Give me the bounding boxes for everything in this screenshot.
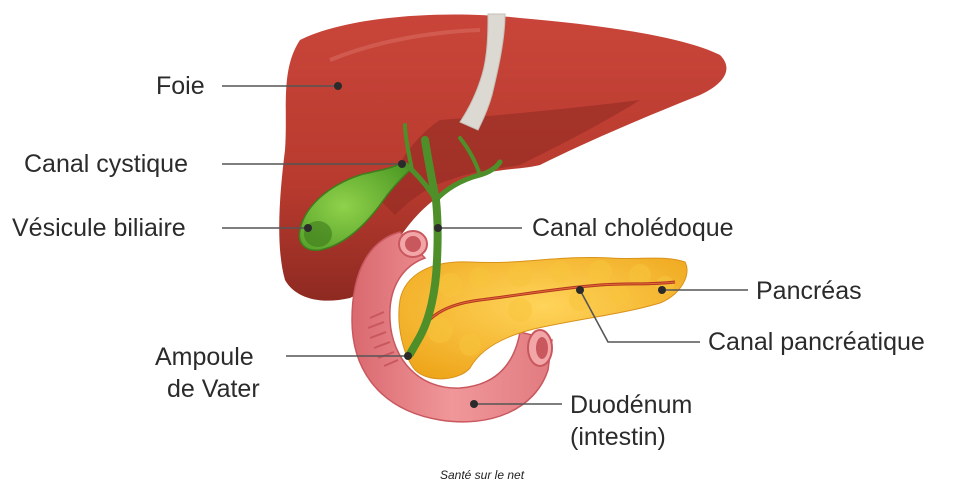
label-foie: Foie <box>156 71 205 101</box>
credit-text: Santé sur le net <box>0 468 964 482</box>
label-canal-cystique: Canal cystique <box>24 149 188 179</box>
label-ampoule-line2: de Vater <box>167 374 260 404</box>
label-ampoule-line1: Ampoule <box>155 342 254 372</box>
label-canal-pancreatique: Canal pancréatique <box>708 327 925 357</box>
label-canal-choledoque: Canal cholédoque <box>532 213 734 243</box>
label-vesicule-biliaire: Vésicule biliaire <box>12 213 186 243</box>
label-pancreas: Pancréas <box>756 276 862 306</box>
label-duodenum-line2: (intestin) <box>570 422 666 452</box>
label-duodenum-line1: Duodénum <box>570 390 692 420</box>
